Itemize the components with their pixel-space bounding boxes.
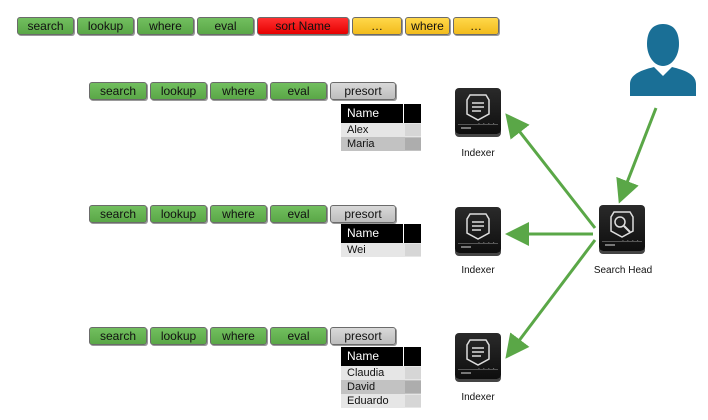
indexer-label: Indexer — [461, 392, 495, 403]
arrow-searchhead-to-indexer — [505, 113, 597, 229]
cmd-where: where — [210, 82, 267, 100]
table-row: Maria — [341, 137, 421, 151]
table-row: Wei — [341, 243, 421, 257]
cmd-presort: presort — [330, 327, 396, 345]
cmd-lookup: lookup — [150, 327, 207, 345]
cmd-search: search — [89, 327, 147, 345]
cmd-eval: eval — [270, 205, 327, 223]
table-header: Name — [341, 347, 421, 366]
server-icon — [455, 88, 501, 134]
cmd-search: search — [89, 82, 147, 100]
search-head-label: Search Head — [593, 265, 653, 276]
table-row: David — [341, 380, 421, 394]
arrow-searchhead-to-indexer — [505, 239, 597, 359]
cmd-presort: presort — [330, 82, 396, 100]
cmd-lookup: lookup — [150, 82, 207, 100]
cmd-lookup: lookup — [77, 17, 134, 35]
server-icon — [455, 207, 501, 253]
result-table: Name Alex Maria — [341, 104, 421, 151]
cmd-eval: eval — [270, 327, 327, 345]
cmd-lookup: lookup — [150, 205, 207, 223]
table-header: Name — [341, 104, 421, 123]
indexer-label: Indexer — [461, 148, 495, 159]
table-row: Alex — [341, 123, 421, 137]
cmd-where: where — [210, 327, 267, 345]
result-table: Name Claudia David Eduardo — [341, 347, 421, 408]
cmd-where: where — [405, 17, 450, 35]
cmd-sort-name: sort Name — [257, 17, 349, 35]
cmd-ellipsis: … — [453, 17, 499, 35]
cmd-where: where — [137, 17, 194, 35]
indexer-label: Indexer — [461, 265, 495, 276]
result-table: Name Wei — [341, 224, 421, 257]
table-header: Name — [341, 224, 421, 243]
arrow-user-to-searchhead — [616, 107, 658, 204]
table-row: Claudia — [341, 366, 421, 380]
search-server-icon — [599, 205, 645, 251]
cmd-eval: eval — [270, 82, 327, 100]
cmd-ellipsis: … — [352, 17, 402, 35]
cmd-search: search — [17, 17, 74, 35]
table-row: Eduardo — [341, 394, 421, 408]
cmd-presort: presort — [330, 205, 396, 223]
cmd-search: search — [89, 205, 147, 223]
user-icon — [628, 20, 698, 96]
cmd-where: where — [210, 205, 267, 223]
cmd-eval: eval — [197, 17, 254, 35]
server-icon — [455, 333, 501, 379]
